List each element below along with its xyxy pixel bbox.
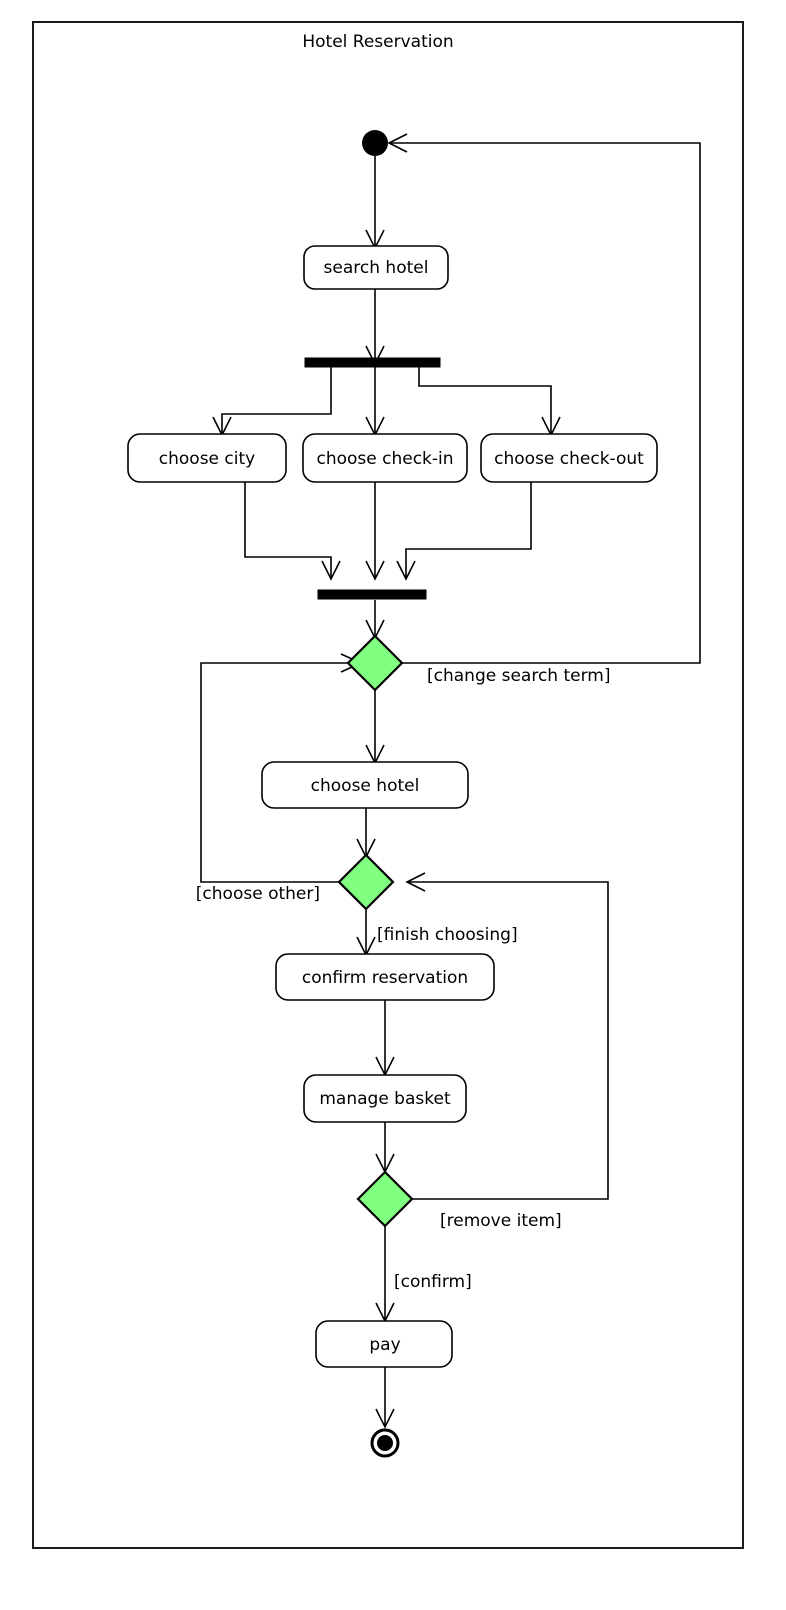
final-node[interactable] xyxy=(370,1428,400,1458)
edge-manage-basket-to-decision-basket xyxy=(375,1122,395,1174)
join-bar xyxy=(317,589,427,600)
guard-confirm: [confirm] xyxy=(394,1272,472,1292)
edge-choose-city-to-join xyxy=(244,482,341,581)
edge-join-to-decision-search xyxy=(365,600,385,640)
edge-confirm-reservation-to-manage-basket xyxy=(375,1000,395,1077)
edge-fork-to-choose-city xyxy=(212,366,332,437)
edge-initial-to-search-hotel xyxy=(365,156,385,250)
edge-fork-to-choose-checkin xyxy=(365,366,385,437)
activity-pay[interactable]: pay xyxy=(315,1320,453,1368)
edge-decision-hotel-to-confirm-reservation xyxy=(356,909,376,957)
guard-choose-other: [choose other] xyxy=(196,884,320,904)
fork-bar xyxy=(304,357,441,368)
activity-choose-city[interactable]: choose city xyxy=(127,433,287,483)
edge-decision-search-to-initial xyxy=(387,133,701,664)
frame-title: Hotel Reservation xyxy=(302,32,453,52)
activity-confirm-reservation[interactable]: confirm reservation xyxy=(275,953,495,1001)
decision-node-hotel[interactable] xyxy=(337,853,395,911)
diagram-frame xyxy=(32,21,744,1549)
edge-search-hotel-to-fork xyxy=(365,289,385,366)
activity-choose-checkin-label: choose check-in xyxy=(316,449,453,469)
activity-choose-checkout[interactable]: choose check-out xyxy=(480,433,658,483)
activity-manage-basket[interactable]: manage basket xyxy=(303,1074,467,1123)
edge-choose-checkin-to-join xyxy=(365,482,385,581)
activity-choose-hotel[interactable]: choose hotel xyxy=(261,761,469,809)
activity-search-hotel-label: search hotel xyxy=(324,258,429,278)
edge-decision-basket-to-decision-hotel xyxy=(405,872,609,1200)
activity-choose-checkout-label: choose check-out xyxy=(494,449,644,469)
activity-search-hotel[interactable]: search hotel xyxy=(303,245,449,290)
edge-pay-to-final xyxy=(375,1367,395,1429)
activity-confirm-reservation-label: confirm reservation xyxy=(302,968,468,988)
activity-manage-basket-label: manage basket xyxy=(319,1089,451,1109)
decision-node-search[interactable] xyxy=(346,634,404,692)
edge-choose-hotel-to-decision-hotel xyxy=(356,808,376,859)
initial-node[interactable] xyxy=(362,130,388,156)
decision-node-basket[interactable] xyxy=(356,1170,414,1228)
edge-decision-basket-to-pay xyxy=(375,1226,395,1323)
guard-change-search-term: [change search term] xyxy=(427,666,610,686)
edge-choose-checkout-to-join xyxy=(396,482,532,581)
activity-choose-checkin[interactable]: choose check-in xyxy=(302,433,468,483)
guard-remove-item: [remove item] xyxy=(440,1211,562,1231)
edge-fork-to-choose-checkout xyxy=(418,366,561,437)
activity-choose-city-label: choose city xyxy=(159,449,255,469)
activity-choose-hotel-label: choose hotel xyxy=(311,776,420,796)
guard-finish-choosing: [finish choosing] xyxy=(377,925,518,945)
activity-pay-label: pay xyxy=(369,1335,400,1355)
edge-decision-search-to-choose-hotel xyxy=(365,690,385,765)
